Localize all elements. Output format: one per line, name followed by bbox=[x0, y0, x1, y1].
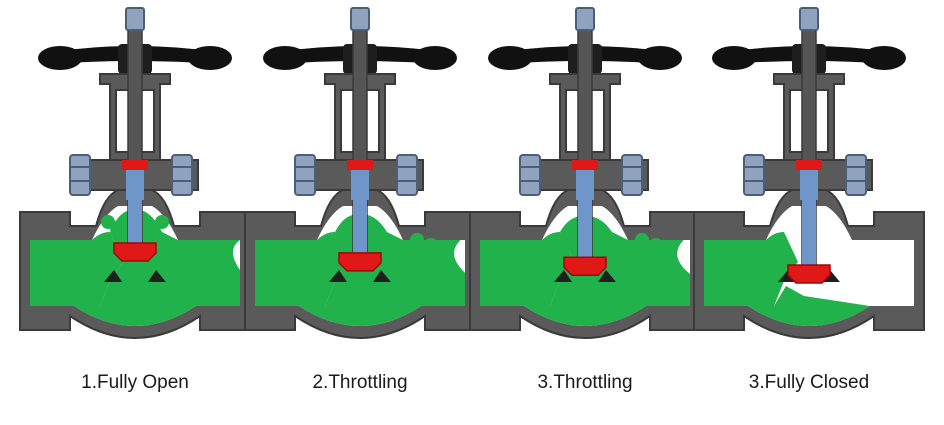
packing bbox=[351, 170, 369, 200]
stem-lower bbox=[353, 200, 367, 253]
valve-disc bbox=[787, 264, 831, 284]
fluid-inlet bbox=[480, 232, 574, 306]
fluid-bubble bbox=[340, 238, 354, 252]
fluid-bubble bbox=[155, 215, 169, 229]
flange-bolt bbox=[621, 154, 643, 196]
stem-nut bbox=[575, 7, 595, 31]
fluid-bubble bbox=[565, 238, 579, 252]
valve-seat bbox=[104, 270, 166, 282]
fluid-bubble bbox=[368, 233, 382, 247]
handwheel-grip-left bbox=[263, 46, 307, 70]
flange-bolt bbox=[396, 154, 418, 196]
fluid-bubble bbox=[621, 243, 635, 257]
packing bbox=[126, 170, 144, 200]
panel-caption-4: 3.Fully Closed bbox=[748, 372, 870, 393]
packing bbox=[576, 170, 594, 200]
fluid-inlet bbox=[704, 232, 798, 306]
panel-caption-2: 2.Throttling bbox=[312, 372, 408, 393]
valve-seat bbox=[554, 270, 616, 282]
fluid-inlet bbox=[30, 232, 124, 306]
stem-lower bbox=[128, 200, 142, 243]
flange-bolt bbox=[294, 154, 316, 196]
packing-gland bbox=[572, 160, 598, 170]
handwheel-grip-left bbox=[712, 46, 756, 70]
stem-lower bbox=[802, 200, 816, 265]
valve-panel-2 bbox=[244, 7, 476, 339]
panel-caption-1: 1.Fully Open bbox=[81, 372, 189, 393]
valve-panel-4 bbox=[693, 7, 925, 339]
valve-disc bbox=[563, 256, 607, 277]
packing-gland bbox=[122, 160, 148, 170]
fluid-bubble bbox=[438, 243, 452, 257]
fluid-bubble bbox=[551, 233, 565, 247]
handwheel-grip-right bbox=[862, 46, 906, 70]
fluid-bubble bbox=[593, 233, 607, 247]
valve-disc bbox=[113, 242, 157, 262]
handwheel-grip-right bbox=[188, 46, 232, 70]
handwheel-grip-left bbox=[38, 46, 82, 70]
fluid-inlet bbox=[255, 232, 349, 306]
stem-nut bbox=[799, 7, 819, 31]
stem-nut bbox=[125, 7, 145, 31]
packing-gland bbox=[796, 160, 822, 170]
fluid-bubble bbox=[382, 238, 396, 252]
flange-bolt bbox=[69, 154, 91, 196]
panel-caption-3: 3.Throttling bbox=[537, 372, 633, 393]
stem-nut bbox=[350, 7, 370, 31]
valve-panel-3 bbox=[469, 7, 701, 339]
flange-bolt bbox=[845, 154, 867, 196]
packing-gland bbox=[347, 160, 373, 170]
flange-bolt bbox=[171, 154, 193, 196]
handwheel-grip-left bbox=[488, 46, 532, 70]
handwheel-grip-right bbox=[413, 46, 457, 70]
valve-panel-1 bbox=[19, 7, 251, 339]
fluid-bubble bbox=[649, 238, 663, 252]
fluid-bubble bbox=[607, 238, 621, 252]
fluid-bubble bbox=[410, 233, 424, 247]
fluid-bubble bbox=[663, 243, 677, 257]
fluid-bubble bbox=[635, 233, 649, 247]
stem-lower bbox=[578, 200, 592, 258]
fluid-flow bbox=[74, 209, 240, 326]
fluid-lower bbox=[748, 286, 870, 326]
fluid-bubble bbox=[424, 238, 438, 252]
handwheel-grip-right bbox=[638, 46, 682, 70]
fluid-bubble bbox=[326, 233, 340, 247]
valve-disc bbox=[338, 252, 382, 272]
flange-bolt bbox=[743, 154, 765, 196]
packing bbox=[800, 170, 818, 200]
flange-bolt bbox=[519, 154, 541, 196]
fluid-bubble bbox=[396, 243, 410, 257]
valve-seat bbox=[329, 270, 391, 282]
